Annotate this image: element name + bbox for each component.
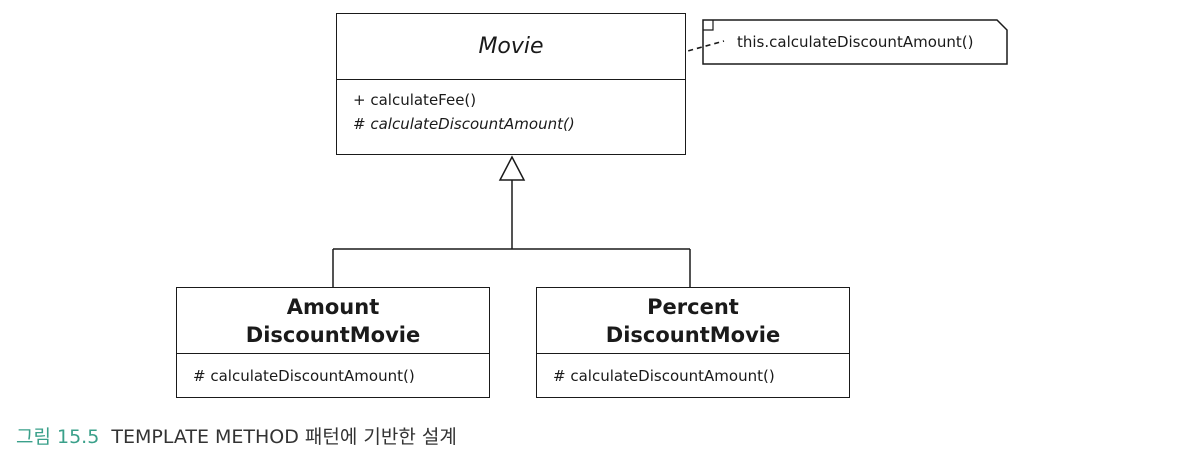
- figure-caption: 그림 15.5 TEMPLATE METHOD 패턴에 기반한 설계: [16, 422, 457, 449]
- movie-class: Movie + calculateFee() # calculateDiscou…: [336, 13, 686, 155]
- figure-caption-text: TEMPLATE METHOD 패턴에 기반한 설계: [111, 426, 457, 448]
- movie-operations: + calculateFee() # calculateDiscountAmou…: [337, 80, 685, 136]
- percent-class-name-line2: DiscountMovie: [605, 322, 781, 347]
- amount-discount-movie-class: Amount DiscountMovie # calculateDiscount…: [176, 287, 490, 398]
- note-fold: [703, 20, 714, 31]
- movie-op-calculate-fee: + calculateFee(): [353, 91, 477, 109]
- percent-class-name: Percent DiscountMovie: [537, 288, 849, 354]
- figure-number: 그림 15.5: [16, 426, 100, 448]
- percent-class-name-line1: Percent: [647, 294, 739, 319]
- amount-class-name: Amount DiscountMovie: [177, 288, 489, 354]
- percent-discount-movie-class: Percent DiscountMovie # calculateDiscoun…: [536, 287, 850, 398]
- inheritance-arrowhead: [498, 155, 526, 181]
- amount-class-name-line2: DiscountMovie: [245, 322, 421, 347]
- movie-op-calculate-discount-amount: # calculateDiscountAmount(): [353, 115, 575, 133]
- percent-op-calculate-discount-amount: # calculateDiscountAmount(): [553, 367, 775, 385]
- note-box: [702, 19, 1008, 65]
- movie-class-name: Movie: [337, 14, 685, 80]
- percent-operations: # calculateDiscountAmount(): [537, 354, 849, 388]
- amount-op-calculate-discount-amount: # calculateDiscountAmount(): [193, 367, 415, 385]
- amount-class-name-line1: Amount: [286, 294, 380, 319]
- movie-class-name-text: Movie: [478, 34, 544, 59]
- amount-operations: # calculateDiscountAmount(): [177, 354, 489, 388]
- note-label: this.calculateDiscountAmount(): [737, 33, 974, 51]
